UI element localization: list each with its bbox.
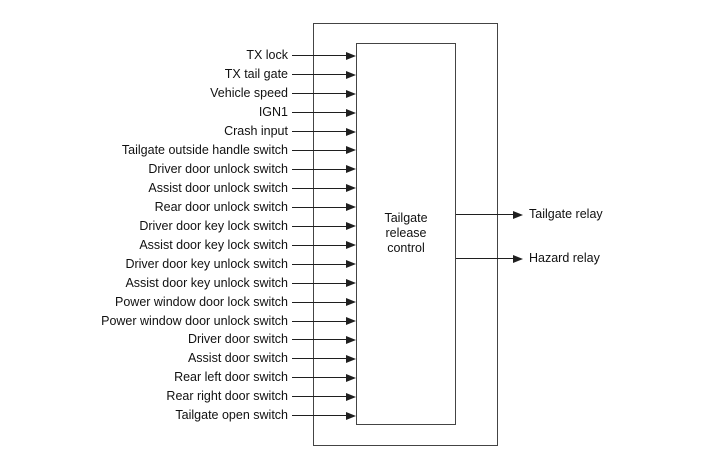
input-signal-label: Driver door key lock switch bbox=[139, 218, 288, 233]
arrowhead-icon bbox=[346, 70, 356, 79]
input-arrow-line bbox=[292, 187, 346, 189]
input-signal-label: Power window door unlock switch bbox=[101, 313, 288, 328]
input-arrow-line bbox=[292, 415, 346, 416]
input-arrow-line bbox=[292, 93, 346, 94]
output-signal-label: Tailgate relay bbox=[529, 207, 603, 221]
input-arrow-line bbox=[292, 206, 346, 208]
output-signal-label: Hazard relay bbox=[529, 251, 600, 265]
arrowhead-icon bbox=[346, 354, 356, 363]
control-block-label-line: release bbox=[385, 226, 427, 240]
input-arrow-line bbox=[292, 112, 346, 113]
input-signal-label: Power window door lock switch bbox=[115, 294, 288, 309]
arrowhead-icon bbox=[346, 411, 356, 420]
input-signal-label: Tailgate outside handle switch bbox=[121, 142, 288, 157]
input-signal-label: Rear left door switch bbox=[174, 370, 288, 384]
arrowhead-icon bbox=[346, 203, 356, 211]
input-arrow-line bbox=[292, 358, 346, 359]
control-block bbox=[356, 43, 456, 425]
arrowhead-icon bbox=[346, 51, 356, 60]
arrowhead-icon bbox=[346, 165, 356, 173]
arrowhead-icon bbox=[346, 392, 356, 401]
output-arrow-line bbox=[456, 214, 513, 215]
control-block-label-line: control bbox=[387, 241, 425, 255]
input-signal-label: Driver door key unlock switch bbox=[125, 256, 288, 271]
input-signal-label: Assist door unlock switch bbox=[148, 180, 288, 195]
input-arrow-line bbox=[292, 225, 346, 227]
input-signal-label: TX tail gate bbox=[224, 67, 288, 81]
control-block-label: Tailgate release control bbox=[356, 211, 456, 256]
arrowhead-icon bbox=[513, 254, 523, 263]
arrowhead-icon bbox=[346, 184, 356, 192]
arrowhead-icon bbox=[513, 210, 523, 219]
input-signal-label: Vehicle speed bbox=[210, 86, 288, 100]
arrowhead-icon bbox=[346, 373, 356, 382]
arrowhead-icon bbox=[346, 241, 356, 249]
output-arrow-line bbox=[456, 258, 513, 259]
input-signal-label: Tailgate open switch bbox=[175, 408, 288, 422]
arrowhead-icon bbox=[346, 260, 356, 268]
input-arrow-line bbox=[292, 320, 346, 322]
input-signal-label: Driver door switch bbox=[187, 332, 288, 346]
input-arrow-line bbox=[292, 301, 346, 303]
arrowhead-icon bbox=[346, 317, 356, 325]
input-signal-label: Assist door key unlock switch bbox=[125, 275, 288, 290]
input-arrow-line bbox=[292, 263, 346, 265]
input-arrow-line bbox=[292, 149, 346, 151]
input-signal-label: Rear door unlock switch bbox=[154, 199, 288, 214]
input-signal-label: Crash input bbox=[224, 124, 288, 138]
input-signal-label: Rear right door switch bbox=[166, 389, 288, 403]
input-signal-label: Driver door unlock switch bbox=[148, 161, 288, 176]
arrowhead-icon bbox=[346, 127, 356, 136]
arrowhead-icon bbox=[346, 222, 356, 230]
input-arrow-line bbox=[292, 396, 346, 397]
arrowhead-icon bbox=[346, 279, 356, 287]
input-arrow-line bbox=[292, 339, 346, 340]
arrowhead-icon bbox=[346, 108, 356, 117]
input-arrow-line bbox=[292, 168, 346, 170]
arrowhead-icon bbox=[346, 335, 356, 344]
control-block-label-line: Tailgate bbox=[384, 211, 428, 225]
arrowhead-icon bbox=[346, 89, 356, 98]
input-arrow-line bbox=[292, 282, 346, 284]
outer-boundary-box bbox=[313, 23, 498, 446]
input-signal-label: IGN1 bbox=[258, 105, 288, 119]
arrowhead-icon bbox=[346, 146, 356, 154]
input-arrow-line bbox=[292, 131, 346, 132]
input-arrow-line bbox=[292, 244, 346, 246]
input-arrow-line bbox=[292, 74, 346, 75]
input-arrow-line bbox=[292, 377, 346, 378]
input-signal-label: TX lock bbox=[246, 48, 288, 62]
input-arrow-line bbox=[292, 55, 346, 56]
input-signal-label: Assist door switch bbox=[187, 351, 288, 365]
arrowhead-icon bbox=[346, 298, 356, 306]
input-signal-label: Assist door key lock switch bbox=[139, 237, 288, 252]
